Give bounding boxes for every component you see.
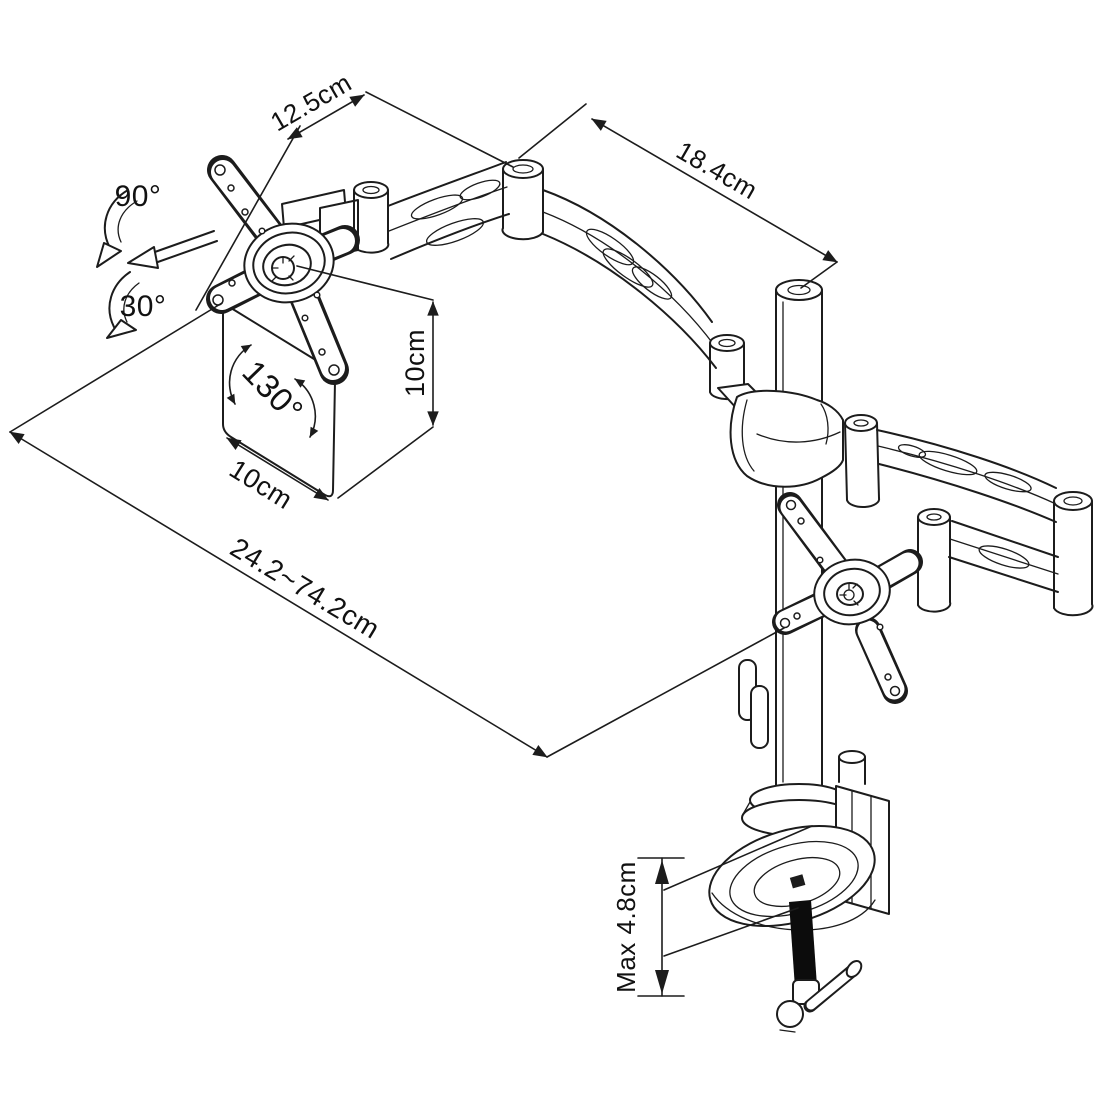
vesa-height-label: 10cm: [400, 329, 430, 397]
arm1-left-pivot: [353, 181, 390, 254]
pole-collar: [729, 389, 844, 488]
vesa1-bracket: [206, 155, 360, 385]
clamp-screw-handle: [776, 960, 863, 1033]
lower-arm-collar-pivot: [844, 414, 881, 509]
arm3: [876, 429, 1057, 523]
vesa2-swivel-joint: [813, 558, 891, 626]
tilt-arrows-icon: [96, 189, 218, 339]
tilt-up-label: 90°: [115, 180, 162, 213]
arm2-length-label: 18.4cm: [671, 135, 762, 205]
dimension-arm2-length: 18.4cm: [518, 103, 838, 289]
arm1-length-label: 12.5cm: [265, 67, 356, 137]
cable-clip: [738, 659, 769, 749]
tilt-down-label: 30°: [120, 290, 167, 323]
clamp-knob: [838, 750, 866, 785]
extension-range-label: 24.2~74.2cm: [225, 532, 385, 645]
arm1: [387, 161, 510, 260]
clamp-thickness-label: Max 4.8cm: [611, 861, 641, 993]
dimension-extension-range: 24.2~74.2cm: [9, 302, 785, 758]
pole-top-cap: [775, 279, 823, 301]
vesa1-swivel-joint: [243, 222, 335, 304]
upper-arm-assembly: [281, 159, 769, 411]
tilt-annotation: 90° 30°: [96, 180, 218, 339]
clamp-screw: [789, 900, 817, 988]
dimension-clamp-thickness: Max 4.8cm: [611, 825, 813, 997]
desk-clamp: [708, 750, 890, 1033]
rotation-arrows-icon: [226, 344, 319, 438]
arm1-elbow-joint: [501, 159, 544, 241]
dimension-annotations: 12.5cm 18.4cm 10cm 10cm 24.2~74.2cm: [9, 67, 838, 997]
lower-arm-elbow-joint: [1053, 491, 1094, 617]
vesa2-pivot: [917, 508, 952, 613]
vesa2-bracket: [772, 492, 923, 704]
arm2: [542, 189, 717, 369]
arm4: [948, 520, 1059, 593]
